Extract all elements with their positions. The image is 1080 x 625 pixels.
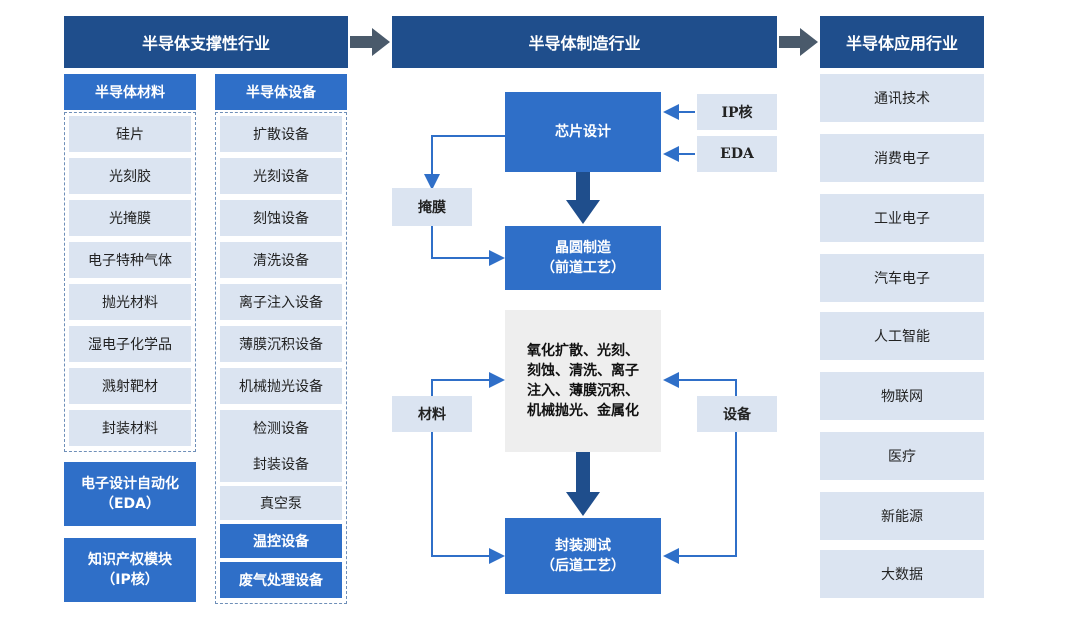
- material-item: 硅片: [69, 116, 191, 152]
- eda-module: 电子设计自动化 （EDA）: [64, 462, 196, 526]
- material-item: 溅射靶材: [69, 368, 191, 404]
- equipment-flow-label: 设备: [697, 396, 777, 432]
- process-line: 刻蚀、清洗、离子: [527, 363, 639, 379]
- application-item: 通讯技术: [820, 74, 984, 122]
- down-arrow-2: [566, 452, 600, 516]
- material-item: 封装材料: [69, 410, 191, 446]
- equipment-item: 扩散设备: [220, 116, 342, 152]
- application-item: 消费电子: [820, 134, 984, 182]
- ip-core-label: IP核: [697, 94, 777, 130]
- ip-module-line2: （IP核）: [101, 572, 159, 588]
- equipment-item-highlight: 温控设备: [220, 524, 342, 558]
- eda-module-line2: （EDA）: [99, 496, 161, 512]
- wafer-line1: 晶圆制造: [555, 240, 611, 256]
- material-item: 湿电子化学品: [69, 326, 191, 362]
- equipment-group: [215, 112, 347, 604]
- equipment-loop-top: [663, 372, 737, 396]
- chip-design-box: 芯片设计: [505, 92, 661, 172]
- equipment-item: 清洗设备: [220, 242, 342, 278]
- material-item: 光掩膜: [69, 200, 191, 236]
- application-item: 人工智能: [820, 312, 984, 360]
- materials-group: [64, 112, 196, 452]
- header-manufacturing: 半导体制造行业: [392, 16, 777, 68]
- material-item: 抛光材料: [69, 284, 191, 320]
- header-arrow-1: [350, 28, 390, 56]
- chip-design-label: 芯片设计: [555, 124, 611, 140]
- ip-module: 知识产权模块 （IP核）: [64, 538, 196, 602]
- process-line: 氧化扩散、光刻、: [527, 343, 639, 359]
- material-item: 光刻胶: [69, 158, 191, 194]
- application-item: 新能源: [820, 492, 984, 540]
- mask-label: 掩膜: [392, 188, 472, 226]
- eda-label: EDA: [697, 136, 777, 172]
- application-item: 物联网: [820, 372, 984, 420]
- equipment-item: 机械抛光设备: [220, 368, 342, 404]
- mask-loop-bottom: [431, 226, 505, 266]
- equipment-item: 薄膜沉积设备: [220, 326, 342, 362]
- wafer-line2: （前道工艺）: [541, 260, 625, 276]
- header-arrow-2: [779, 28, 818, 56]
- material-item: 电子特种气体: [69, 242, 191, 278]
- package-line1: 封装测试: [555, 538, 611, 554]
- equipment-title: 半导体设备: [215, 74, 347, 110]
- header-support: 半导体支撑性行业: [64, 16, 348, 68]
- eda-module-line1: 电子设计自动化: [81, 476, 179, 492]
- equipment-item: 真空泵: [220, 486, 342, 520]
- process-line: 机械抛光、金属化: [527, 403, 639, 419]
- materials-flow-label: 材料: [392, 396, 472, 432]
- application-item: 大数据: [820, 550, 984, 598]
- application-item: 汽车电子: [820, 254, 984, 302]
- package-test-box: 封装测试 （后道工艺）: [505, 518, 661, 594]
- materials-loop-bottom: [431, 432, 505, 564]
- equipment-item: 封装设备: [253, 457, 309, 473]
- equipment-item-highlight: 废气处理设备: [220, 562, 342, 598]
- down-arrow-1: [566, 172, 600, 224]
- equipment-item: 检测设备: [253, 421, 309, 437]
- equipment-item-pair: 检测设备 封装设备: [220, 410, 342, 482]
- ip-module-line1: 知识产权模块: [88, 552, 172, 568]
- application-item: 工业电子: [820, 194, 984, 242]
- wafer-manufacturing-box: 晶圆制造 （前道工艺）: [505, 226, 661, 290]
- process-steps-box: 氧化扩散、光刻、 刻蚀、清洗、离子 注入、薄膜沉积、 机械抛光、金属化: [505, 310, 661, 452]
- materials-loop-top: [431, 372, 505, 396]
- equipment-loop-bottom: [663, 432, 737, 564]
- application-item: 医疗: [820, 432, 984, 480]
- package-line2: （后道工艺）: [541, 558, 625, 574]
- header-application: 半导体应用行业: [820, 16, 984, 68]
- equipment-item: 离子注入设备: [220, 284, 342, 320]
- equipment-item: 光刻设备: [220, 158, 342, 194]
- equipment-item: 刻蚀设备: [220, 200, 342, 236]
- materials-title: 半导体材料: [64, 74, 196, 110]
- process-line: 注入、薄膜沉积、: [527, 383, 639, 399]
- mask-loop-top: [424, 135, 505, 190]
